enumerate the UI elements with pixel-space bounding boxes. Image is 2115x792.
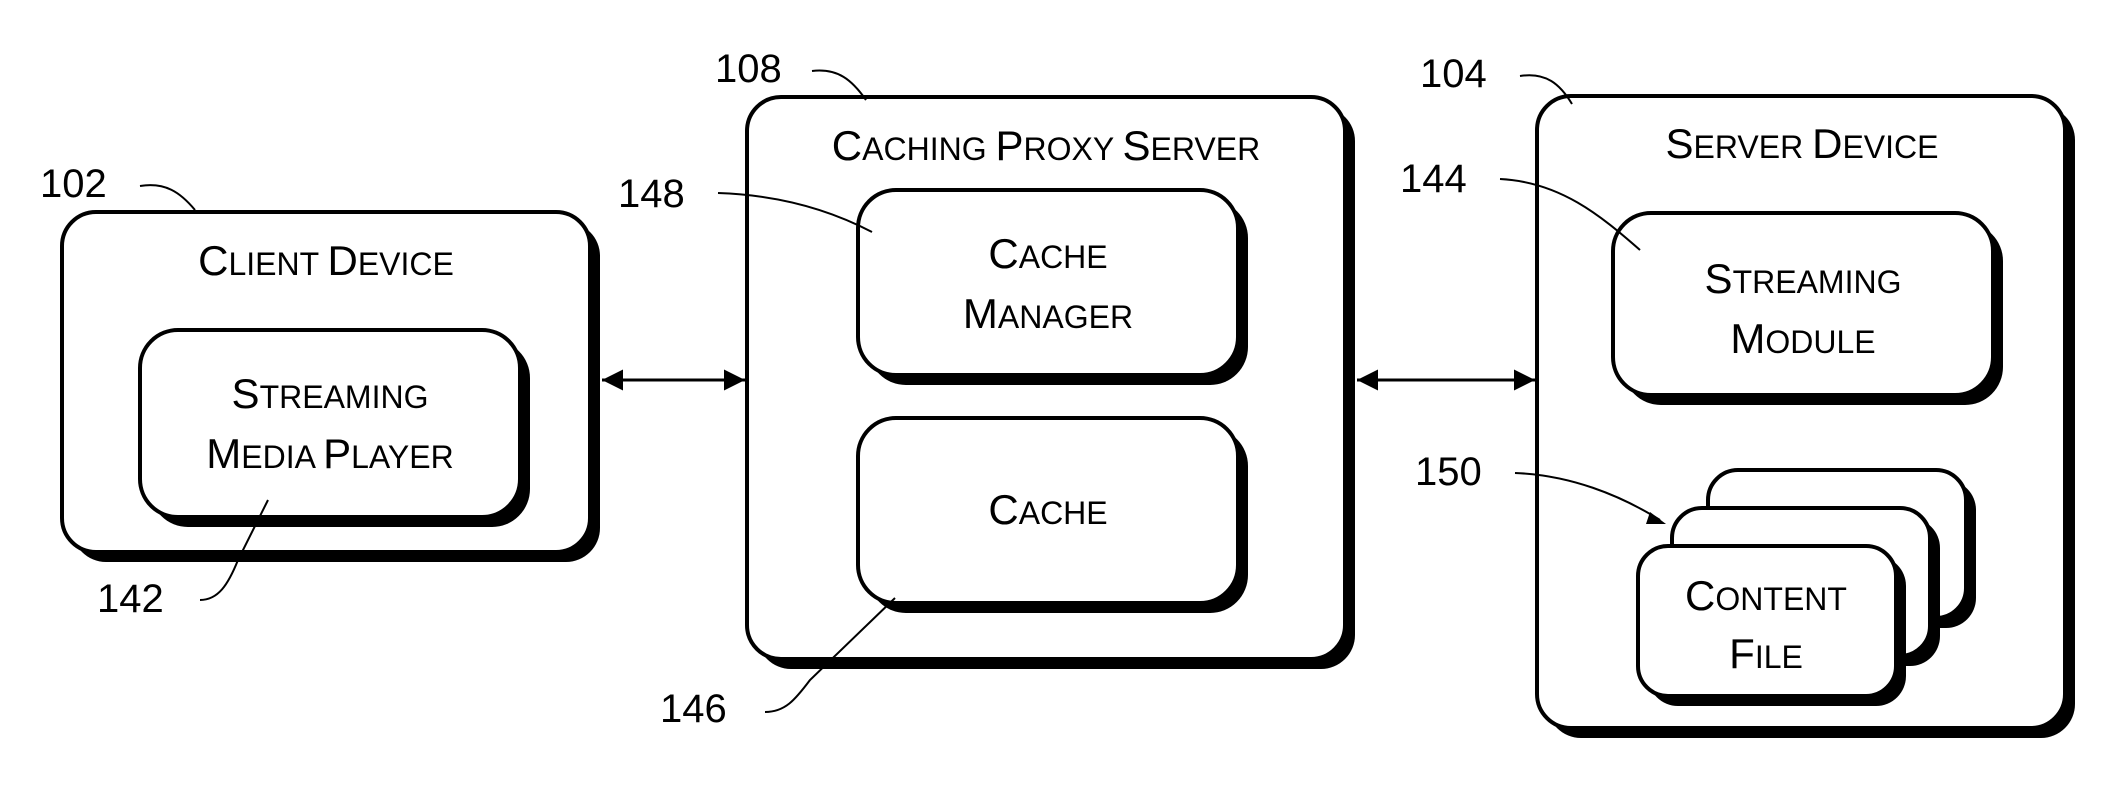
ref-148: 148 (618, 172, 685, 216)
ref-108: 108 (715, 47, 782, 91)
leader-102 (140, 185, 195, 210)
cache-manager-box (858, 190, 1248, 385)
streaming-media-player-box (140, 330, 530, 527)
content-file-box (1638, 546, 1906, 706)
ref-144: 144 (1400, 157, 1467, 201)
streaming-module-box (1613, 213, 2003, 405)
ref-146: 146 (660, 687, 727, 731)
ref-150: 150 (1415, 450, 1482, 494)
ref-104: 104 (1420, 52, 1487, 96)
ref-142: 142 (97, 577, 164, 621)
ref-102: 102 (40, 162, 107, 206)
